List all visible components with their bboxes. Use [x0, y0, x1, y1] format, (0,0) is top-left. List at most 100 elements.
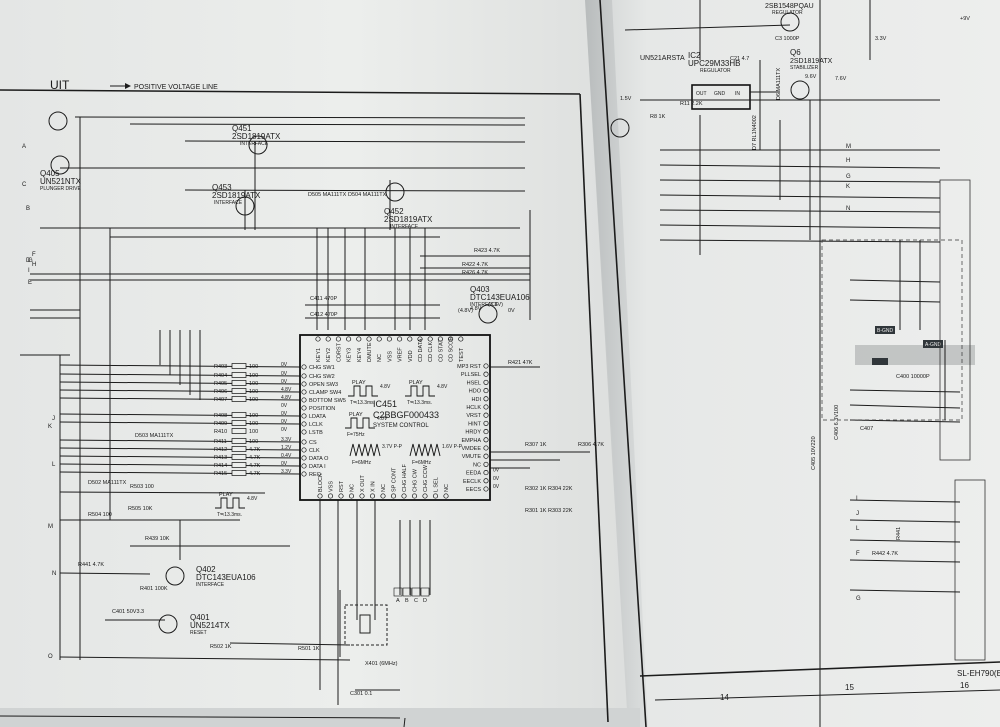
waveform-mode: PLAY: [349, 412, 363, 418]
right-wire: [659, 179, 941, 183]
q453-part: 2SD1819ATX: [212, 191, 261, 200]
svg-text:C412 470P: C412 470P: [310, 312, 338, 318]
resistor-ref: R412: [214, 447, 227, 453]
right-edge-letter: L: [856, 526, 860, 532]
edge-letter: I: [28, 268, 30, 274]
waveform-mode: PLAY: [352, 380, 366, 386]
svg-text:4.8V: 4.8V: [470, 306, 482, 312]
ic451-top-pin-marker: [427, 336, 433, 342]
footer-col-letter: B: [405, 598, 409, 604]
right-component-label: +9V: [960, 16, 970, 22]
q451-part: 2SD1819ATX: [232, 132, 281, 141]
ic451-left-pin-voltage: 0.4V: [281, 453, 292, 459]
resistor-value: 4.7K: [249, 455, 261, 461]
resistor-symbol: [231, 438, 247, 444]
ic451-left-pin-label: CHG SW2: [309, 374, 335, 380]
ic2-pin-in: IN: [735, 91, 740, 97]
svg-text:R423 4.7K: R423 4.7K: [474, 248, 500, 254]
ic451-left-pin-label: CLK: [309, 448, 320, 454]
agnd-tag: A-GND: [925, 342, 942, 348]
ic451-left-pin-label: LCLK: [309, 422, 323, 428]
right-component-label: 3.3V: [875, 36, 887, 42]
resistor-value: 100: [249, 439, 258, 445]
ic451-top-pin-label: CD STAT: [438, 339, 444, 362]
svg-text:R307 1K: R307 1K: [525, 442, 547, 448]
ic451-right-pin-marker: [483, 486, 489, 492]
right-wire: [659, 209, 941, 213]
resistor-value: 100: [249, 397, 258, 403]
right-schematic: IC2 UPC29M33HB REGULATOR OUT GND IN 2SB1…: [599, 0, 1000, 727]
footer-col-box: [420, 587, 430, 597]
legend-positive-voltage: POSITIVE VOLTAGE LINE: [134, 84, 218, 91]
footer-col-letter: A: [396, 598, 400, 604]
ic451-left-pin-voltage: 4.8V: [281, 395, 292, 401]
ic451-part: C2BBGF000433: [373, 410, 439, 420]
edge-letter: J: [52, 416, 55, 422]
ic451-top-pin-marker: [417, 336, 423, 342]
q452-ref: Q452: [384, 207, 404, 216]
ic451-left-pin-label: CHG SW1: [309, 365, 335, 371]
ic451-left-pin-voltage: 0V: [281, 419, 288, 425]
resistor-symbol: [231, 412, 247, 418]
right-component-label: R8 1K: [650, 114, 666, 120]
ic451-left-pin-voltage: 4.8V: [281, 387, 292, 393]
right-wire: [849, 389, 961, 393]
right-wire: [659, 239, 941, 243]
transistor-symbols: [48, 111, 498, 634]
ic451-top-pin-label: NC: [377, 354, 383, 362]
resistor-ref: R414: [214, 463, 227, 469]
right-component-label: C406 6.3V100: [834, 405, 840, 440]
right-wire: [659, 224, 941, 229]
right-wire: [849, 499, 961, 503]
ic451-right-pin-label: VRST: [466, 413, 481, 419]
resistor-value: 100: [249, 373, 258, 379]
ic451-bottom-pin-label: RST: [339, 480, 345, 492]
waveform-period: F=75Hz: [347, 432, 365, 438]
ic451-right-pin-marker: [483, 445, 489, 451]
svg-text:R401 100K: R401 100K: [140, 586, 168, 592]
svg-text:R304 22K: R304 22K: [548, 486, 573, 492]
ic451-bottom-pin-label: BLOCK: [318, 473, 324, 492]
ic451-left-pin-marker: [301, 405, 307, 411]
q452-part: 2SD1819ATX: [384, 215, 433, 224]
ic451-bottom-pin-marker: [380, 493, 386, 499]
q402-ref: Q402: [196, 565, 216, 574]
ic451-right-pin-label: HCLK: [466, 405, 481, 411]
ic451-right-pin-marker: [483, 404, 489, 410]
right-component-label: C3 1000P: [775, 36, 800, 42]
q5-role: REGULATOR: [772, 10, 803, 16]
ic2-pin-out: OUT: [696, 91, 707, 97]
col-15: 15: [845, 683, 854, 692]
right-component-label: R11 2.2K: [680, 101, 703, 107]
ic451-right-pin-label: EEDA: [466, 471, 481, 477]
right-edge-letter: H: [846, 158, 850, 164]
ic451-top-pin-label: VREF: [398, 347, 404, 362]
title-fragment: UIT: [50, 78, 70, 92]
resistor-ref: R403: [214, 364, 227, 370]
ic451-top-pin-marker: [407, 336, 413, 342]
resistor-value: 100: [249, 413, 258, 419]
footer-col-box: [393, 587, 403, 597]
right-edge-letter: G: [846, 174, 851, 180]
q6-role: STABILIZER: [790, 65, 819, 71]
ic451-bottom-pin-label: NC: [444, 484, 450, 492]
svg-text:R505 10K: R505 10K: [128, 506, 153, 512]
ic451-bottom-pin-label: L SEL: [434, 477, 440, 492]
left-page: [0, 0, 640, 727]
svg-text:R303 22K: R303 22K: [548, 508, 573, 514]
bgnd-tag: B-GND: [877, 328, 894, 334]
svg-text:R504 100: R504 100: [88, 512, 112, 518]
waveform-trace: [409, 443, 441, 457]
resistor-ref: R413: [214, 455, 227, 461]
ic451-top-pin-label: CDRST: [336, 342, 342, 362]
resistor-value: 100: [249, 429, 258, 435]
footer-model: SL-EH790(E) MAIN C: [957, 669, 1000, 678]
ic451-right-pin-label: EECLK: [463, 479, 481, 485]
q405-role: PLUNGER DRIVE: [40, 186, 82, 192]
edge-letter: H: [32, 262, 36, 268]
waveform-amplitude: 3.7V P-P: [382, 444, 403, 450]
ic451-bottom-pin-label: CHG CCW: [423, 464, 429, 492]
